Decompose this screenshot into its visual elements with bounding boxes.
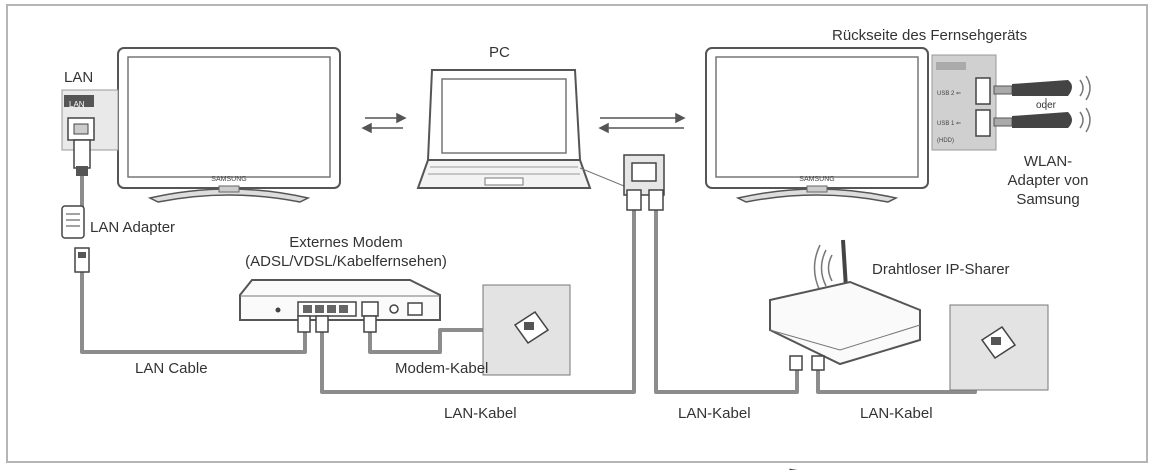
usb-port-1-label: USB 2 ⇐ [937, 91, 962, 97]
laptop-pc [416, 69, 592, 189]
lan-cable-pc-to-sharer [654, 205, 799, 394]
label-tv-back: Rückseite des Fernsehgeräts [832, 27, 1028, 44]
wall-outlet-left [482, 284, 571, 376]
lan-adapter-device [61, 205, 90, 273]
pc-lan-port-callout [579, 154, 665, 211]
label-wireless-sharer: Drahtloser IP-Sharer [872, 261, 1010, 278]
label-wlan-3: Samsung [1016, 191, 1080, 208]
cables [80, 165, 977, 394]
usb-port-2-label: USB 1 ⇐ (HDD) [937, 121, 962, 144]
lan-cable-tv-to-modem [80, 270, 307, 354]
label-modem-cable: Modem-Kabel [395, 360, 489, 377]
arrows-tv-pc [361, 112, 407, 134]
external-modem [239, 279, 441, 333]
tv-left [117, 47, 341, 203]
wireless-ip-sharer [769, 239, 921, 470]
label-lan: LAN [64, 69, 94, 86]
lan-cable-modem-to-pc [320, 205, 636, 394]
label-wlan-1: WLAN- [1023, 153, 1073, 170]
lan-port-callout [61, 89, 119, 176]
tv-left-brand: SAMSUNG [211, 176, 247, 183]
label-lan-adapter: LAN Adapter [90, 219, 176, 236]
label-lan-cable: LAN Cable [135, 360, 208, 377]
modem-cable-to-wall [368, 328, 520, 354]
tv-right [705, 47, 929, 203]
label-lan-kabel-1: LAN-Kabel [444, 405, 517, 422]
label-external-modem-1: Externes Modem [289, 234, 403, 251]
adapter-tag: LAN [69, 100, 85, 109]
label-lan-kabel-2: LAN-Kabel [678, 405, 751, 422]
label-pc: PC [489, 44, 510, 61]
label-oder: oder [1035, 100, 1057, 111]
label-lan-kabel-3: LAN-Kabel [860, 405, 933, 422]
label-wlan-2: Adapter von [1007, 172, 1089, 189]
arrows-pc-tv [598, 112, 686, 134]
wall-outlet-right [949, 304, 1049, 391]
wlan-dongles [993, 75, 1091, 133]
tv-right-brand: SAMSUNG [799, 176, 835, 183]
tv-back-panel [931, 54, 997, 151]
label-external-modem-2: (ADSL/VDSL/Kabelfernsehen) [245, 253, 447, 270]
